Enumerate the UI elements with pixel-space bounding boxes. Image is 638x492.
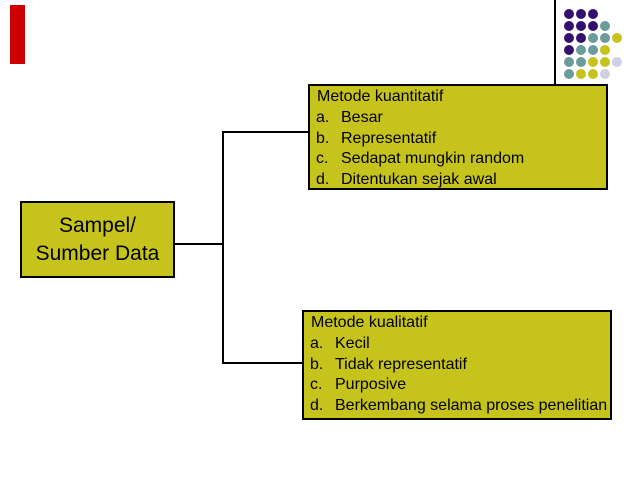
- metode-kuantitatif-box: Metode kuantitatif a. Besar b. Represent…: [308, 84, 608, 190]
- metode-kualitatif-box: Metode kualitatif a. Kecil b. Tidak repr…: [302, 310, 612, 420]
- list-item-text: Kecil: [335, 334, 370, 352]
- connector-root-stub: [175, 243, 222, 245]
- dot: [576, 33, 586, 43]
- list-item-text: Representatif: [341, 129, 437, 147]
- dot: [588, 57, 598, 67]
- dot: [576, 45, 586, 55]
- red-accent-bar: [10, 5, 25, 64]
- dot: [576, 21, 586, 31]
- dot: [576, 57, 586, 67]
- dot: [588, 21, 598, 31]
- list-item: b. Tidak representatif: [310, 355, 605, 376]
- list-item-marker: b.: [310, 355, 324, 373]
- list-item: a. Kecil: [310, 334, 605, 355]
- dot: [612, 57, 622, 67]
- dot: [588, 33, 598, 43]
- dot: [564, 69, 574, 79]
- dot: [564, 57, 574, 67]
- qualitative-box-title: Metode kualitatif: [311, 314, 428, 331]
- list-item-text: Purposive: [335, 376, 407, 394]
- list-item: c. Purposive: [310, 375, 605, 396]
- dot: [588, 45, 598, 55]
- list-item: d. Ditentukan sejak awal: [316, 170, 601, 191]
- dot: [564, 9, 574, 19]
- dot: [564, 21, 574, 31]
- dot: [564, 33, 574, 43]
- dot-grid-decoration: [564, 9, 626, 83]
- dot: [600, 69, 610, 79]
- vertical-rule: [554, 0, 556, 84]
- connector-branch-quantitative: [222, 131, 308, 133]
- dot: [600, 57, 610, 67]
- connector-trunk: [222, 131, 224, 364]
- dot: [588, 9, 598, 19]
- list-item: a. Besar: [316, 108, 601, 129]
- list-item-marker: a.: [310, 334, 324, 352]
- dot: [600, 21, 610, 31]
- dot: [564, 45, 574, 55]
- root-box-line-2: Sumber Data: [35, 241, 160, 265]
- list-item-text: Besar: [341, 108, 383, 126]
- dot: [600, 33, 610, 43]
- root-box-line-1: Sampel/: [58, 213, 137, 237]
- sampel-sumber-data-box: Sampel/ Sumber Data: [20, 201, 175, 278]
- list-item: c. Sedapat mungkin random: [316, 149, 601, 170]
- list-item-marker: c.: [316, 150, 329, 168]
- connector-branch-qualitative: [222, 362, 302, 364]
- list-item-text: Tidak representatif: [335, 355, 467, 373]
- list-item-marker: c.: [310, 376, 323, 394]
- quantitative-box-title: Metode kuantitatif: [317, 88, 444, 105]
- dot: [612, 33, 622, 43]
- list-item-marker: d.: [310, 397, 324, 415]
- list-item-marker: d.: [316, 171, 330, 189]
- list-item-text: Berkembang selama proses penelitian: [335, 397, 608, 415]
- list-item-marker: a.: [316, 108, 330, 126]
- list-item-text: Sedapat mungkin random: [341, 150, 525, 168]
- dot: [600, 45, 610, 55]
- list-item: b. Representatif: [316, 129, 601, 150]
- list-item-text: Ditentukan sejak awal: [341, 171, 497, 189]
- list-item: d. Berkembang selama proses penelitian: [310, 396, 608, 417]
- dot: [576, 69, 586, 79]
- list-item-marker: b.: [316, 129, 330, 147]
- dot: [576, 9, 586, 19]
- dot: [588, 69, 598, 79]
